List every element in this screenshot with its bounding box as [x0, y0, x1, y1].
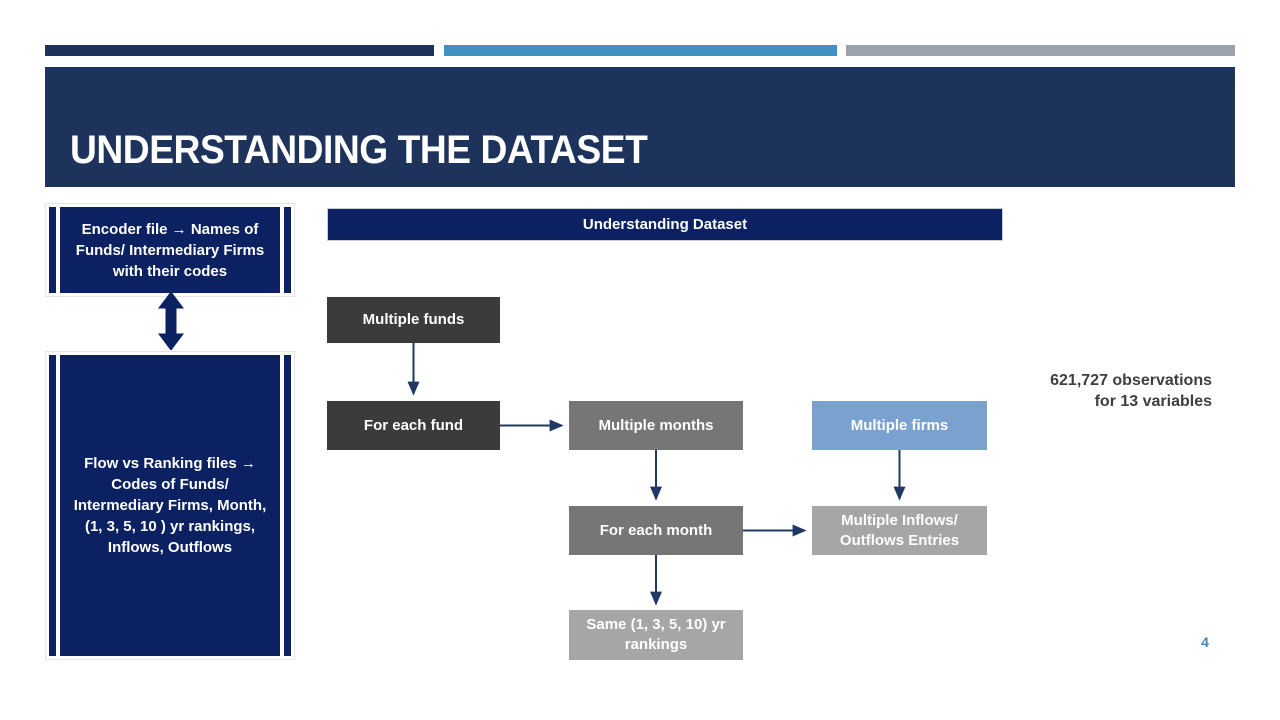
page-number: 4	[1201, 634, 1209, 650]
flow-node-for-each-month[interactable]: For each month	[569, 506, 743, 555]
diagram-header: Understanding Dataset	[327, 208, 1003, 241]
flow-node-multiple-funds[interactable]: Multiple funds	[327, 297, 500, 343]
bidirectional-arrow-icon	[156, 291, 186, 351]
page-title: UNDERSTANDING THE DATASET	[70, 128, 648, 172]
flow-node-rankings[interactable]: Same (1, 3, 5, 10) yr rankings	[569, 610, 743, 660]
observations-line-2: for 13 variables	[1094, 393, 1212, 410]
observations-annotation: 621,727 observations for 13 variables	[960, 370, 1212, 412]
flow-ranking-panel-frame: Flow vs Ranking files → Codes of Funds/ …	[49, 355, 291, 656]
top-bar-gray	[846, 45, 1235, 56]
top-bar-navy	[45, 45, 434, 56]
observations-line-1: 621,727 observations	[1050, 372, 1212, 389]
encoder-file-panel: Encoder file → Names of Funds/ Intermedi…	[45, 203, 295, 297]
flow-node-multiple-firms[interactable]: Multiple firms	[812, 401, 987, 450]
encoder-file-label: Encoder file → Names of Funds/ Intermedi…	[75, 220, 265, 280]
flow-connectors	[407, 343, 906, 606]
flow-node-multiple-months[interactable]: Multiple months	[569, 401, 743, 450]
flow-ranking-panel-fill: Flow vs Ranking files → Codes of Funds/ …	[60, 355, 280, 656]
diagram-header-label: Understanding Dataset	[582, 216, 748, 233]
top-bar-blue	[444, 45, 837, 56]
encoder-file-panel-frame: Encoder file → Names of Funds/ Intermedi…	[49, 207, 291, 293]
flow-node-for-each-fund[interactable]: For each fund	[327, 401, 500, 450]
flow-ranking-panel: Flow vs Ranking files → Codes of Funds/ …	[45, 351, 295, 660]
flow-ranking-label: Flow vs Ranking files → Codes of Funds/ …	[73, 455, 267, 556]
title-banner	[45, 67, 1235, 187]
encoder-file-panel-fill: Encoder file → Names of Funds/ Intermedi…	[60, 207, 280, 293]
flow-node-inflows-outflows[interactable]: Multiple Inflows/ Outflows Entries	[812, 506, 987, 555]
